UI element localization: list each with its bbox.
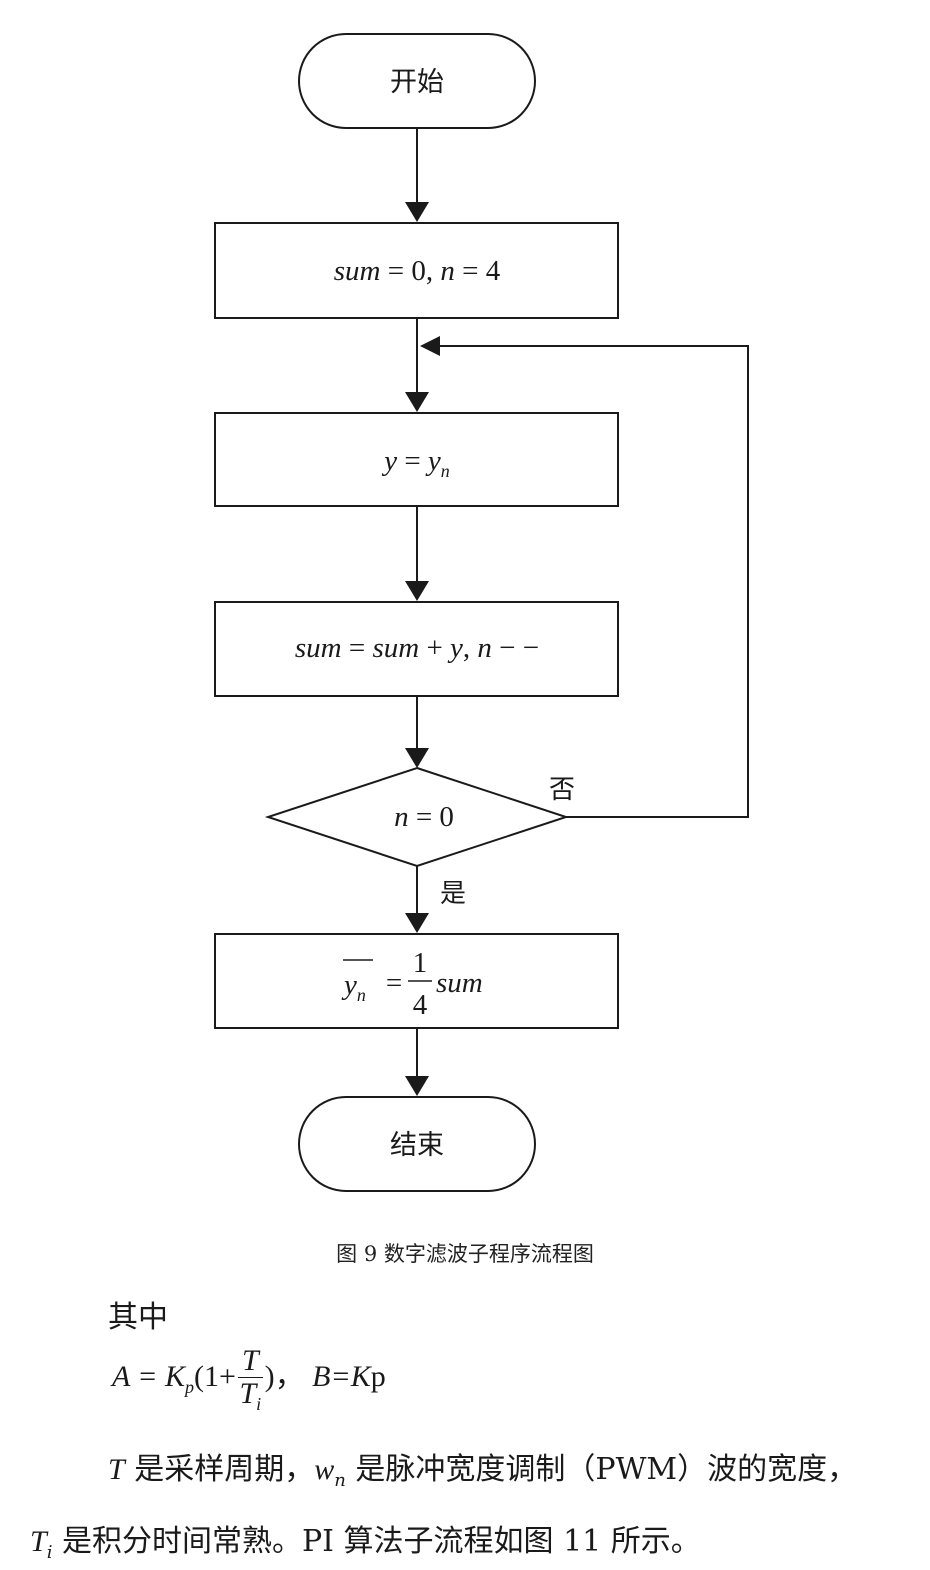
line2-b: 是积分时间常熟。PI 算法子流程如图 11 所示。 [52,1524,701,1559]
end-label: 结束 [390,1130,444,1161]
line1-t: T [108,1453,125,1486]
formula-a-sub: p [185,1377,195,1398]
paragraph-line-1: T 是采样周期，wn 是脉冲宽度调制（PWM）波的宽度， [108,1444,857,1491]
result-frac-num: 1 [413,947,428,979]
line1-b: 是脉冲宽度调制（PWM）波的宽度， [345,1452,858,1487]
formula-frac-num: T [237,1345,263,1378]
figure-caption: 图 9 数字滤波子程序流程图 [336,1242,594,1266]
no-label: 否 [549,775,575,805]
formula-a-prefix: A = K [112,1360,186,1394]
init-box [214,222,619,319]
yes-label: 是 [440,879,466,909]
result-rhs: sum [436,967,483,999]
result-equals: = [386,967,402,999]
formula-b: B=K [312,1360,371,1394]
arrowhead-init-assign [405,392,429,412]
line1-w-sub: n [334,1470,346,1491]
loop-back-line [438,345,749,818]
line1-w: w [314,1453,335,1486]
line2-t-sub: i [46,1542,53,1563]
result-lhs: yn [341,969,366,1005]
paragraph-line-2: Ti 是积分时间常熟。PI 算法子流程如图 11 所示。 [30,1516,701,1563]
assign-box [214,412,619,507]
arrowhead-accumulate-decision [405,748,429,768]
flowchart: 开始 sum = 0, n = 4 y = yn sum = sum + y, … [214,33,749,1192]
result-frac-den: 4 [413,989,428,1021]
arrowhead-assign-accumulate [405,581,429,601]
assign-label: y = yn [381,445,450,481]
arrowhead-start-init [405,202,429,222]
formula-b-sub: p [370,1360,386,1394]
line2-t: T [30,1525,47,1558]
line1-a: 是采样周期， [124,1452,315,1487]
intro-text: 其中 [108,1300,168,1335]
arrowhead-decision-result [405,913,429,933]
loop-back-arrowhead [420,336,440,356]
accumulate-box [214,601,619,697]
end-terminal [298,1096,536,1192]
formula-a-open: (1+ [194,1360,236,1394]
formula-a-close: )， [264,1360,305,1394]
init-label: sum = 0, n = 4 [334,255,501,287]
decision-label: n = 0 [394,801,454,833]
arrowhead-result-end [405,1076,429,1096]
start-label: 开始 [390,67,444,98]
accumulate-label: sum = sum + y, n − − [295,632,539,664]
formula-frac-den: Ti [239,1376,262,1414]
